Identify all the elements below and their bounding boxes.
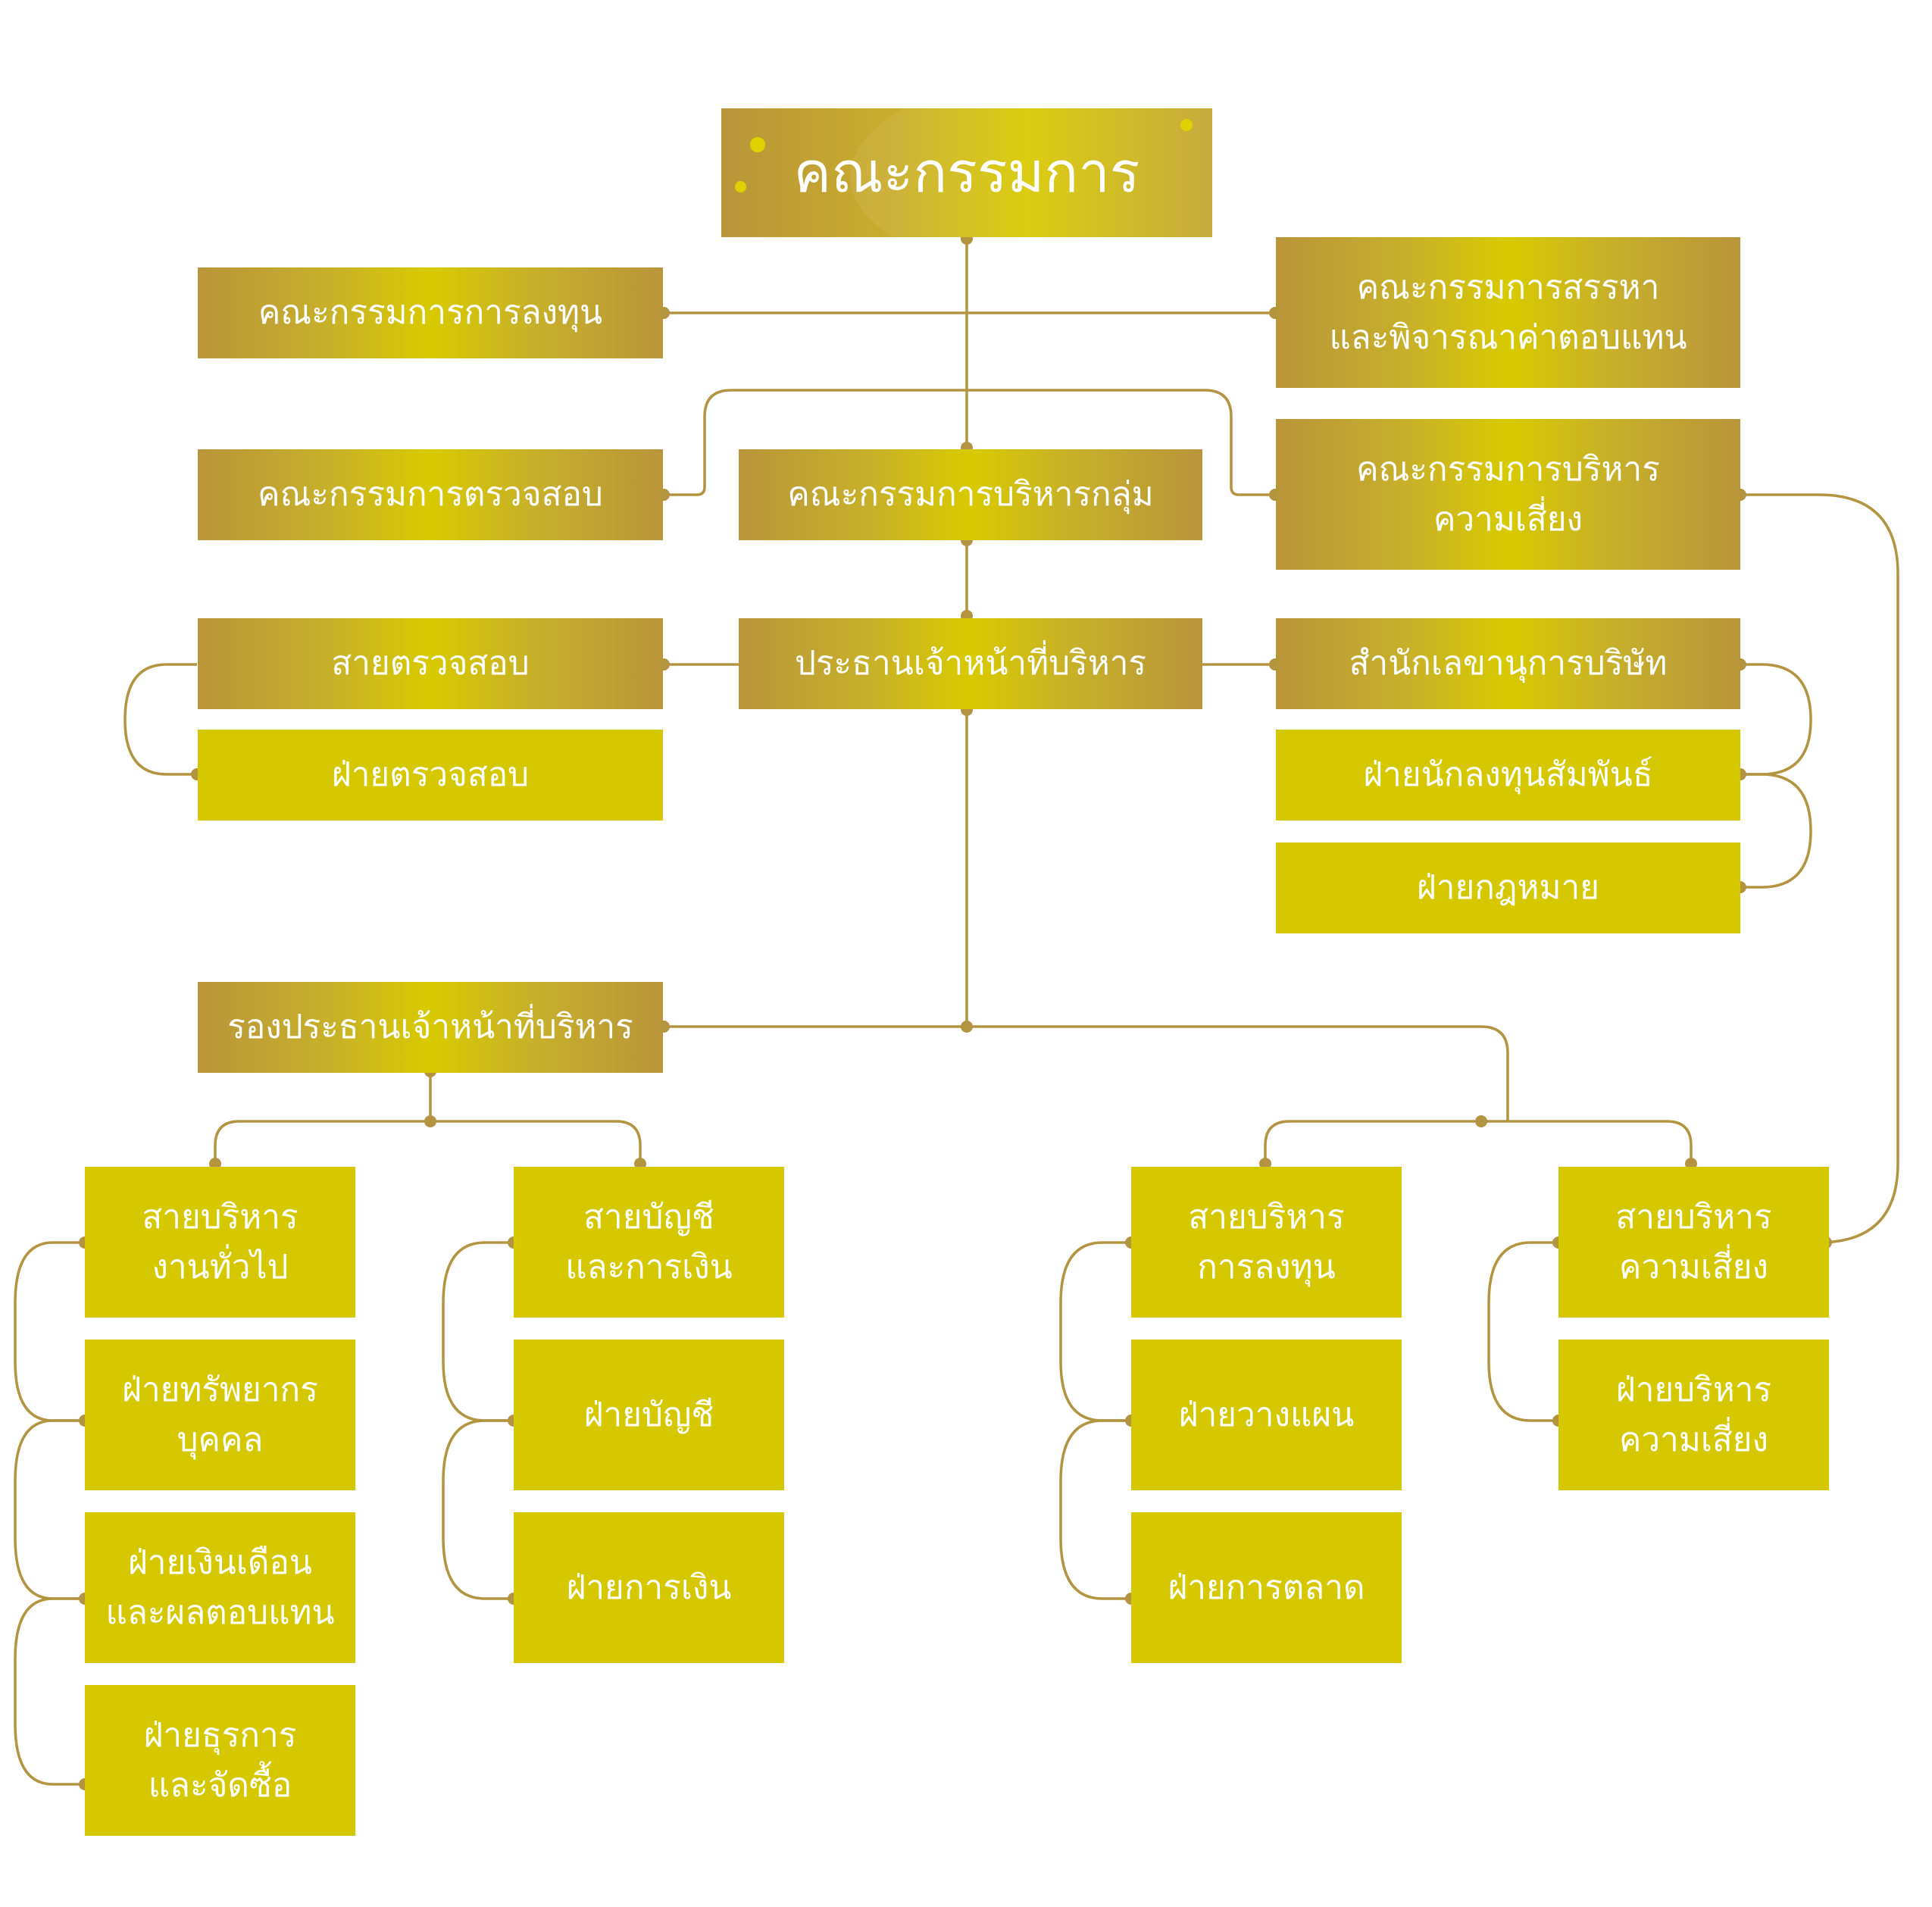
legal-department-label: ฝ่ายกฎหมาย [1417, 868, 1599, 907]
risk-management-department-node: ฝ่ายบริหาร ความเสี่ยง [1558, 1340, 1829, 1490]
audit-committee-node: คณะกรรมการตรวจสอบ [198, 449, 663, 540]
board-node: คณะกรรมการ [721, 108, 1212, 237]
risk-committee-node: คณะกรรมการบริหาร ความเสี่ยง [1276, 419, 1740, 570]
group-executive-committee-label: คณะกรรมการบริหารกลุ่ม [787, 475, 1154, 514]
audit-department-label: ฝ่ายตรวจสอบ [331, 755, 530, 794]
risk-admin-division-label-line1: สายบริหาร [1615, 1197, 1772, 1236]
payroll-compensation-label-line2: และผลตอบแทน [105, 1593, 335, 1632]
nomination-committee-label-line2: และพิจารณาค่าตอบแทน [1329, 317, 1687, 357]
general-admin-division-label-line2: งานทั่วไป [152, 1247, 289, 1286]
audit-committee-label: คณะกรรมการตรวจสอบ [258, 475, 603, 514]
investment-committee-label: คณะกรรมการการลงทุน [258, 293, 603, 332]
accounting-finance-division-label-line2: และการเงิน [565, 1247, 733, 1286]
ceo-label: ประธานเจ้าหน้าที่บริหาร [794, 644, 1147, 683]
company-secretary-node: สำนักเลขานุการบริษัท [1276, 618, 1740, 709]
investment-admin-division-label-line1: สายบริหาร [1188, 1197, 1345, 1236]
risk-admin-division-node: สายบริหาร ความเสี่ยง [1558, 1167, 1829, 1318]
investor-relations-node: ฝ่ายนักลงทุนสัมพันธ์ [1276, 730, 1740, 821]
admin-procurement-label-line2: และจัดซื้อ [148, 1765, 292, 1805]
payroll-compensation-node: ฝ่ายเงินเดือน และผลตอบแทน [85, 1512, 355, 1663]
finance-department-node: ฝ่ายการเงิน [514, 1512, 784, 1663]
investment-committee-node: คณะกรรมการการลงทุน [198, 267, 663, 358]
human-resources-label-line2: บุคคล [177, 1420, 264, 1459]
risk-management-department-label-line1: ฝ่ายบริหาร [1615, 1370, 1772, 1409]
accounting-finance-division-node: สายบัญชี และการเงิน [514, 1167, 784, 1318]
audit-line-node: สายตรวจสอบ [198, 618, 663, 709]
human-resources-label-line1: ฝ่ายทรัพยากร [122, 1370, 318, 1409]
investment-admin-division-label-line2: การลงทุน [1197, 1247, 1336, 1286]
investment-admin-division-node: สายบริหาร การลงทุน [1131, 1167, 1402, 1318]
decorative-dot [1180, 119, 1193, 131]
admin-procurement-label-line1: ฝ่ายธุรการ [143, 1715, 297, 1755]
risk-admin-division-label-line2: ความเสี่ยง [1618, 1247, 1768, 1286]
general-admin-division-node: สายบริหาร งานทั่วไป [85, 1167, 355, 1318]
board-label: คณะกรรมการ [793, 140, 1140, 205]
decorative-dot [735, 181, 746, 192]
decorative-dot [750, 137, 765, 152]
nomination-committee-label-line1: คณะกรรมการสรรหา [1356, 267, 1660, 307]
admin-procurement-node: ฝ่ายธุรการ และจัดซื้อ [85, 1685, 355, 1836]
planning-department-label: ฝ่ายวางแผน [1178, 1395, 1355, 1434]
accounting-finance-division-label-line1: สายบัญชี [583, 1197, 714, 1236]
nomination-committee-node: คณะกรรมการสรรหา และพิจารณาค่าตอบแทน [1276, 237, 1740, 388]
ceo-node: ประธานเจ้าหน้าที่บริหาร [739, 618, 1202, 709]
planning-department-node: ฝ่ายวางแผน [1131, 1340, 1402, 1490]
audit-line-label: สายตรวจสอบ [331, 644, 530, 683]
risk-committee-label-line1: คณะกรรมการบริหาร [1356, 449, 1660, 489]
company-secretary-label: สำนักเลขานุการบริษัท [1349, 644, 1668, 683]
payroll-compensation-label-line1: ฝ่ายเงินเดือน [128, 1543, 312, 1582]
human-resources-node: ฝ่ายทรัพยากร บุคคล [85, 1340, 355, 1490]
deputy-ceo-node: รองประธานเจ้าหน้าที่บริหาร [198, 982, 663, 1073]
risk-management-department-label-line2: ความเสี่ยง [1618, 1420, 1768, 1459]
decorative-swoosh [850, 108, 1212, 237]
marketing-department-label: ฝ่ายการตลาด [1168, 1568, 1365, 1607]
finance-department-label: ฝ่ายการเงิน [566, 1568, 732, 1607]
group-executive-committee-node: คณะกรรมการบริหารกลุ่ม [739, 449, 1202, 540]
marketing-department-node: ฝ่ายการตลาด [1131, 1512, 1402, 1663]
audit-department-node: ฝ่ายตรวจสอบ [198, 730, 663, 821]
deputy-ceo-label: รองประธานเจ้าหน้าที่บริหาร [227, 1008, 633, 1046]
investor-relations-label: ฝ่ายนักลงทุนสัมพันธ์ [1363, 755, 1653, 794]
general-admin-division-label-line1: สายบริหาร [142, 1197, 299, 1236]
accounting-department-node: ฝ่ายบัญชี [514, 1340, 784, 1490]
legal-department-node: ฝ่ายกฎหมาย [1276, 843, 1740, 933]
risk-committee-label-line2: ความเสี่ยง [1433, 499, 1583, 539]
accounting-department-label: ฝ่ายบัญชี [583, 1395, 714, 1434]
